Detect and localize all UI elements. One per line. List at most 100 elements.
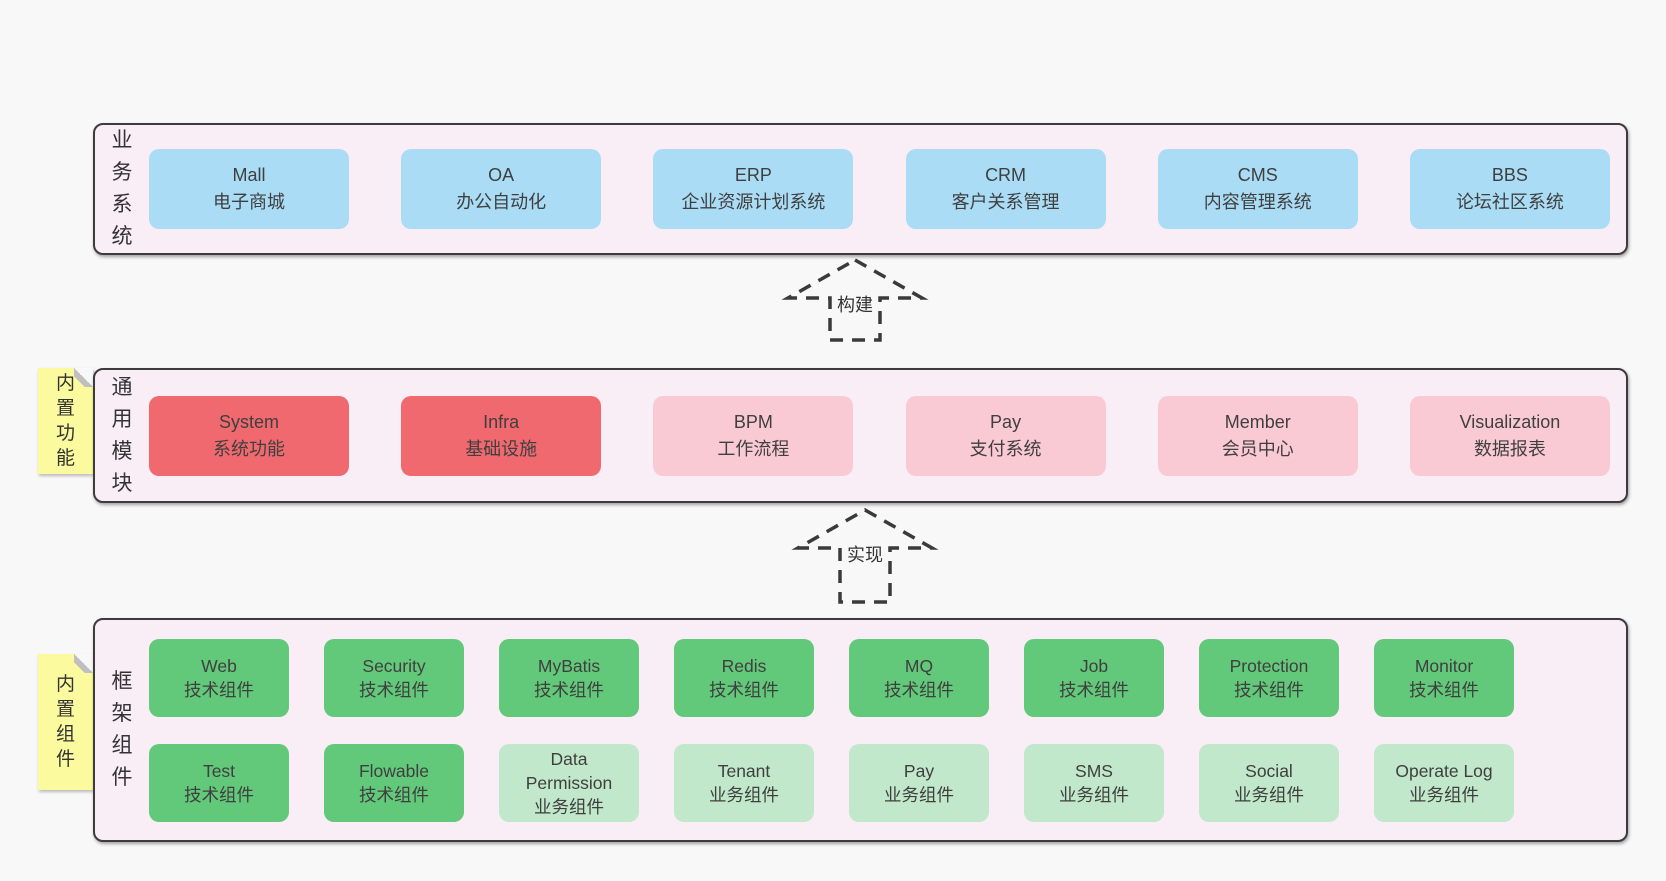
box-subtitle: 企业资源计划系统 — [681, 192, 826, 212]
box-data-permission: Data Permission 业务组件 — [499, 743, 639, 822]
common-modules-row: System 系统功能 Infra 基础设施 BPM 工作流程 Pay 支付系统… — [149, 395, 1610, 476]
box-title: Visualization — [1459, 411, 1561, 432]
box-bpm: BPM 工作流程 — [653, 395, 854, 476]
framework-components-rows: Web 技术组件 Security 技术组件 MyBatis 技术组件 Redi… — [149, 638, 1514, 822]
box-title: MQ — [904, 655, 934, 676]
box-protection: Protection 技术组件 — [1199, 638, 1339, 717]
box-pay-component: Pay 业务组件 — [849, 743, 989, 822]
box-subtitle: 技术组件 — [359, 679, 429, 700]
box-title: ERP — [734, 165, 772, 185]
box-title: Redis — [721, 655, 767, 676]
dashed-up-arrow-icon — [791, 507, 939, 604]
box-subtitle: 会员中心 — [1221, 438, 1294, 459]
box-title: BPM — [733, 411, 773, 432]
box-subtitle: 论坛社区系统 — [1455, 192, 1564, 212]
box-title: Data Permission — [525, 748, 613, 793]
box-subtitle: 技术组件 — [184, 679, 254, 700]
sticky-label: 内置功能 — [55, 373, 75, 469]
box-social: Social 业务组件 — [1199, 743, 1339, 822]
folded-corner-icon — [74, 654, 93, 673]
box-subtitle: 技术组件 — [709, 679, 779, 700]
box-cms: CMS 内容管理系统 — [1157, 149, 1358, 229]
sticky-note-built-in-components: 内置组件 — [38, 654, 93, 790]
box-subtitle: 客户关系管理 — [951, 192, 1060, 212]
box-title: Test — [202, 760, 236, 781]
box-title: Web — [201, 655, 237, 676]
box-subtitle: 业务组件 — [1234, 784, 1304, 805]
box-title: CRM — [985, 165, 1027, 185]
box-title: Mall — [232, 165, 266, 185]
box-tenant: Tenant 业务组件 — [674, 743, 814, 822]
box-title: Member — [1224, 411, 1291, 432]
box-title: Monitor — [1414, 655, 1474, 676]
box-mall: Mall 电子商城 — [149, 149, 349, 229]
box-crm: CRM 客户关系管理 — [905, 149, 1106, 229]
box-subtitle: 技术组件 — [884, 679, 954, 700]
box-subtitle: 业务组件 — [709, 784, 779, 805]
band-label-business-systems: 业务系统 — [111, 129, 133, 248]
box-subtitle: 技术组件 — [1409, 679, 1479, 700]
box-subtitle: 系统功能 — [213, 438, 285, 459]
box-web: Web 技术组件 — [149, 638, 289, 717]
box-subtitle: 工作流程 — [717, 438, 790, 459]
box-title: Flowable — [358, 760, 430, 781]
box-system: System 系统功能 — [149, 395, 349, 476]
band-label-common-modules: 通用模块 — [111, 375, 133, 495]
folded-corner-icon — [74, 368, 93, 387]
box-mq: MQ 技术组件 — [849, 638, 989, 717]
sticky-note-built-in-features: 内置功能 — [38, 368, 93, 474]
box-redis: Redis 技术组件 — [674, 638, 814, 717]
box-title: Infra — [483, 411, 520, 432]
arrow-label: 实现 — [842, 540, 888, 568]
band-common-modules: 通用模块 System 系统功能 Infra 基础设施 BPM 工作流程 Pay… — [93, 368, 1628, 503]
box-test: Test 技术组件 — [149, 743, 289, 822]
box-pay: Pay 支付系统 — [905, 395, 1106, 476]
box-flowable: Flowable 技术组件 — [324, 743, 464, 822]
box-title: MyBatis — [537, 655, 601, 676]
band-framework-components: 框架组件 Web 技术组件 Security 技术组件 MyBatis 技术组件… — [93, 618, 1628, 842]
box-subtitle: 技术组件 — [359, 784, 429, 805]
box-subtitle: 技术组件 — [1059, 679, 1129, 700]
box-member: Member 会员中心 — [1157, 395, 1358, 476]
box-sms: SMS 业务组件 — [1024, 743, 1164, 822]
box-title: Tenant — [717, 760, 771, 781]
box-subtitle: 业务组件 — [534, 796, 604, 817]
dashed-up-arrow-icon — [781, 257, 929, 342]
box-job: Job 技术组件 — [1024, 638, 1164, 717]
box-subtitle: 基础设施 — [465, 438, 538, 459]
box-title: Social — [1245, 760, 1293, 781]
box-subtitle: 业务组件 — [884, 784, 954, 805]
box-subtitle: 支付系统 — [969, 438, 1042, 459]
box-subtitle: 业务组件 — [1059, 784, 1129, 805]
box-monitor: Monitor 技术组件 — [1374, 638, 1514, 717]
box-subtitle: 技术组件 — [184, 784, 254, 805]
box-operate-log: Operate Log 业务组件 — [1374, 743, 1514, 822]
box-title: CMS — [1237, 165, 1278, 185]
box-title: Pay — [903, 760, 935, 781]
box-title: System — [218, 411, 279, 432]
band-label-framework-components: 框架组件 — [111, 670, 133, 789]
box-subtitle: 办公自动化 — [456, 192, 547, 212]
business-systems-row: Mall 电子商城 OA 办公自动化 ERP 企业资源计划系统 CRM 客户关系… — [149, 149, 1610, 229]
box-bbs: BBS 论坛社区系统 — [1409, 149, 1610, 229]
box-subtitle: 技术组件 — [1234, 679, 1304, 700]
arrow-build: 构建 — [780, 256, 930, 344]
box-title: OA — [488, 165, 515, 185]
sticky-label: 内置组件 — [55, 674, 75, 770]
box-title: BBS — [1491, 165, 1528, 185]
arrow-implement: 实现 — [790, 506, 940, 606]
box-subtitle: 数据报表 — [1473, 438, 1546, 459]
box-subtitle: 内容管理系统 — [1203, 192, 1312, 212]
box-mybatis: MyBatis 技术组件 — [499, 638, 639, 717]
business-components-row: Test 技术组件 Flowable 技术组件 Data Permission … — [149, 743, 1514, 822]
box-title: Job — [1079, 655, 1109, 676]
arrow-label: 构建 — [832, 290, 878, 318]
box-title: Security — [362, 655, 426, 676]
box-subtitle: 业务组件 — [1409, 784, 1479, 805]
band-business-systems: 业务系统 Mall 电子商城 OA 办公自动化 ERP 企业资源计划系统 CRM… — [93, 123, 1628, 255]
box-title: Pay — [990, 411, 1022, 432]
box-erp: ERP 企业资源计划系统 — [653, 149, 854, 229]
box-security: Security 技术组件 — [324, 638, 464, 717]
box-title: SMS — [1075, 760, 1113, 781]
